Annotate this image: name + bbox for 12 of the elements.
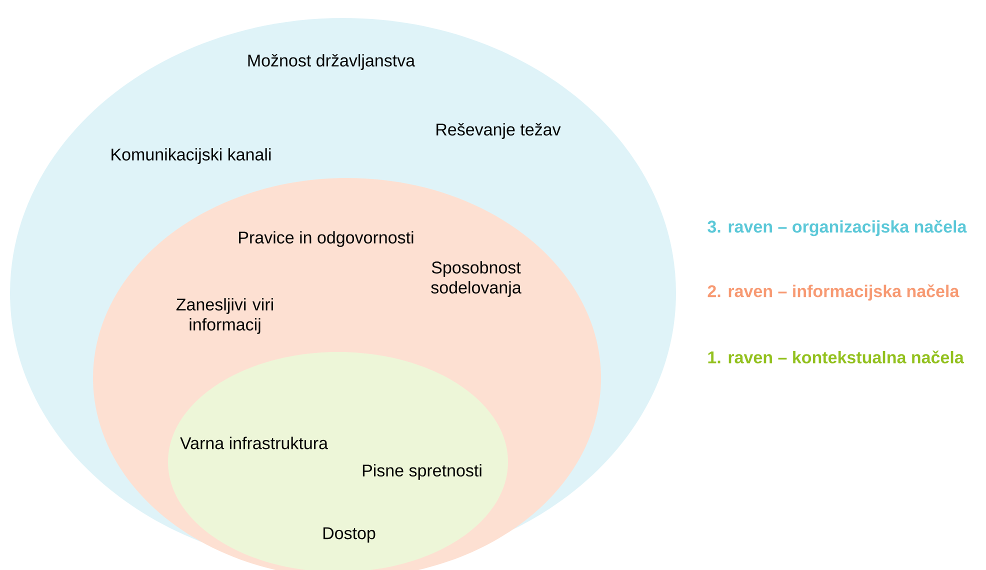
label: Pisne spretnosti: [362, 464, 482, 480]
label: Varna infrastruktura: [180, 436, 328, 450]
legend-entry: 2. raven – informacijska načela: [708, 284, 960, 301]
label: Dostop: [323, 527, 376, 543]
label: Reševanje težav: [436, 123, 561, 139]
legend-entry: 1. raven – kontekstualna načela: [708, 350, 964, 364]
label: Zanesljivi viri informacij: [176, 298, 273, 334]
label: Možnost državljanstva: [248, 54, 416, 70]
label: Komunikacijski kanali: [112, 148, 271, 164]
label: Sposobnost sodelovanja: [431, 261, 522, 297]
legend-entry: 3. raven – organizacijska načela: [708, 220, 967, 236]
label: Pravice in odgovornosti: [239, 231, 414, 247]
